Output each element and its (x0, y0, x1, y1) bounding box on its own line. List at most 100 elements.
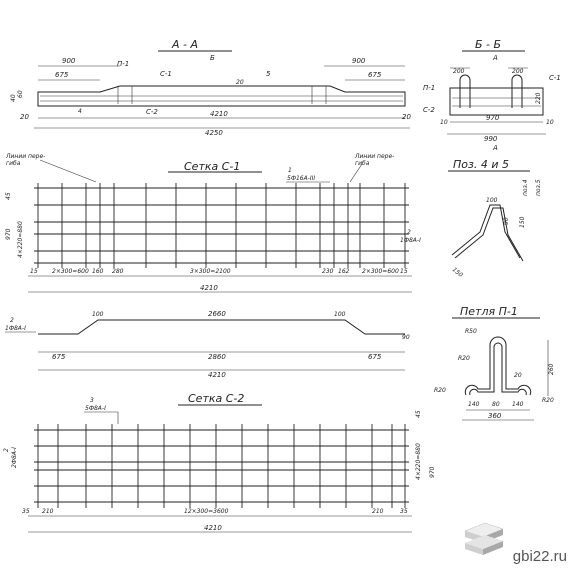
dim-140-right: 140 (512, 401, 524, 408)
dim-360: 360 (488, 412, 502, 420)
label-b: Б (210, 54, 215, 62)
label-bar-bar2: 1Ф8А-I (5, 325, 26, 332)
c2-dim-label: 35 (22, 508, 30, 515)
label-bar1: 5Ф16А-III (287, 175, 315, 182)
dim-total-c2: 4210 (204, 524, 222, 532)
section-aa: А - А 900 675 900 675 П-1 Б С-1 5 20 40 … (10, 38, 411, 137)
dim-900-left: 900 (62, 57, 76, 65)
label-c2-bb: С-2 (423, 106, 435, 114)
section-bb: Б - Б А 200 200 П-1 С-1 С-2 220 970 990 … (423, 38, 561, 152)
bend-label-left: Линии пере-гиба (5, 153, 45, 167)
label-n1: 1 (288, 167, 292, 174)
dim-675-left: 675 (55, 71, 69, 79)
label-p1-bb: П-1 (423, 84, 435, 92)
dim-2860: 2860 (208, 353, 226, 361)
dim-100-right-bar2: 100 (334, 311, 346, 318)
dim-200-right: 200 (512, 68, 524, 75)
mesh-c1-title: Сетка С-1 (184, 160, 240, 173)
dim-260: 260 (548, 363, 555, 375)
slab-outline (37, 85, 406, 107)
dim-10-right: 10 (546, 119, 554, 126)
bb-loop-right (511, 74, 523, 108)
dim-675-right-bar2: 675 (368, 353, 382, 361)
c2-dim-label: 210 (372, 508, 384, 515)
dim-970-bb: 970 (486, 114, 500, 122)
label-n2-bar: 2 (10, 317, 14, 324)
c2-dim-label: 210 (42, 508, 54, 515)
bar2-shape (38, 319, 405, 335)
dim-45-c1: 45 (5, 192, 12, 200)
dim-4250: 4250 (205, 129, 223, 137)
mesh-c1-grid (34, 183, 409, 268)
dim-970-c2: 970 (429, 466, 436, 478)
dim-40: 40 (10, 94, 17, 102)
loop-shape (464, 336, 532, 396)
label-n3: 3 (90, 397, 94, 404)
label-c1-bb: С-1 (549, 74, 561, 82)
label-r20b: R20 (434, 387, 446, 394)
bend-label-right: Линии пере-гиба (354, 153, 394, 167)
label-r20a: R20 (458, 355, 470, 362)
label-p1: П-1 (117, 60, 129, 68)
dim-45-c2: 45 (415, 410, 422, 418)
dim-10-left: 10 (440, 119, 448, 126)
dim-2660: 2660 (208, 310, 226, 318)
pos45-title: Поз. 4 и 5 (453, 158, 509, 171)
label-d20: 20 (514, 372, 522, 379)
bar2-profile: 2 1Ф8А-I 100 2660 100 90 675 2860 675 42… (5, 310, 410, 379)
c1-dim-label: 15 (30, 268, 38, 275)
dim-inner-c1: 4×220=880 (17, 221, 24, 258)
dim-200-left: 200 (453, 68, 465, 75)
loop-p1-title: Петля П-1 (460, 305, 518, 318)
dim-150b-pos: 150 (451, 266, 464, 279)
c1-dim-label: 280 (112, 268, 124, 275)
label-pos4: поз.4 (522, 179, 529, 196)
dim-total-c1: 4210 (200, 284, 218, 292)
dim-90-bar2: 90 (402, 334, 410, 341)
label-bar2-c1: 1Ф8А-I (400, 237, 421, 244)
stacked-blocks-icon (464, 522, 504, 555)
mesh-c2-title: Сетка С-2 (188, 392, 244, 405)
label-20: 20 (236, 79, 244, 86)
dim-80: 80 (492, 401, 500, 408)
dim-970-c1: 970 (5, 228, 12, 240)
pos-4-5: Поз. 4 и 5 100 90 150 поз.4 поз.5 150 (448, 158, 542, 279)
watermark-text: gbi22.ru (512, 548, 567, 565)
bb-loop-left (459, 74, 471, 108)
label-pos5: поз.5 (535, 179, 542, 196)
dim-90-pos: 90 (503, 217, 510, 225)
pos45-bar-2 (454, 207, 524, 262)
dim-4210-bar2: 4210 (208, 371, 226, 379)
c2-dim-label: 35 (400, 508, 408, 515)
label-a-bottom: А (492, 144, 498, 152)
label-n2-c2: 2 (3, 448, 10, 452)
dim-100-pos: 100 (486, 197, 498, 204)
section-aa-title: А - А (171, 38, 198, 51)
mesh-c2-grid (34, 424, 409, 508)
c1-dim-label: 2×300=600 (362, 268, 399, 275)
dim-60: 60 (17, 90, 24, 98)
label-r50: R50 (465, 328, 477, 335)
label-bar3: 5Ф8А-I (85, 405, 106, 412)
leader-line (349, 163, 363, 183)
dim-140-left: 140 (468, 401, 480, 408)
label-a-top: А (492, 54, 498, 62)
label-bar2-c2: 2Ф8А-I (11, 447, 18, 468)
dim-990-bb: 990 (484, 135, 498, 143)
dim-4210: 4210 (210, 110, 228, 118)
dim-inner-c2: 4×220=880 (415, 443, 422, 480)
dim-675-right: 675 (368, 71, 382, 79)
c1-dim-label: 160 (92, 268, 104, 275)
mesh-c1: Сетка С-1 Линии пере-гиба Линии пере-гиб… (5, 153, 421, 293)
c1-dim-label: 2×300=600 (52, 268, 89, 275)
dim-900-right: 900 (352, 57, 366, 65)
mesh-c2: Сетка С-2 3 5Ф8А-I 2 2Ф8А-I 45 4×220=880… (3, 392, 436, 533)
label-c1: С-1 (160, 70, 172, 78)
c1-dim-label: 162 (338, 268, 350, 275)
label-4: 4 (78, 108, 82, 115)
dim-675-left-bar2: 675 (52, 353, 66, 361)
dim-20-left: 20 (20, 113, 29, 121)
loop-shape-inner (469, 342, 527, 396)
